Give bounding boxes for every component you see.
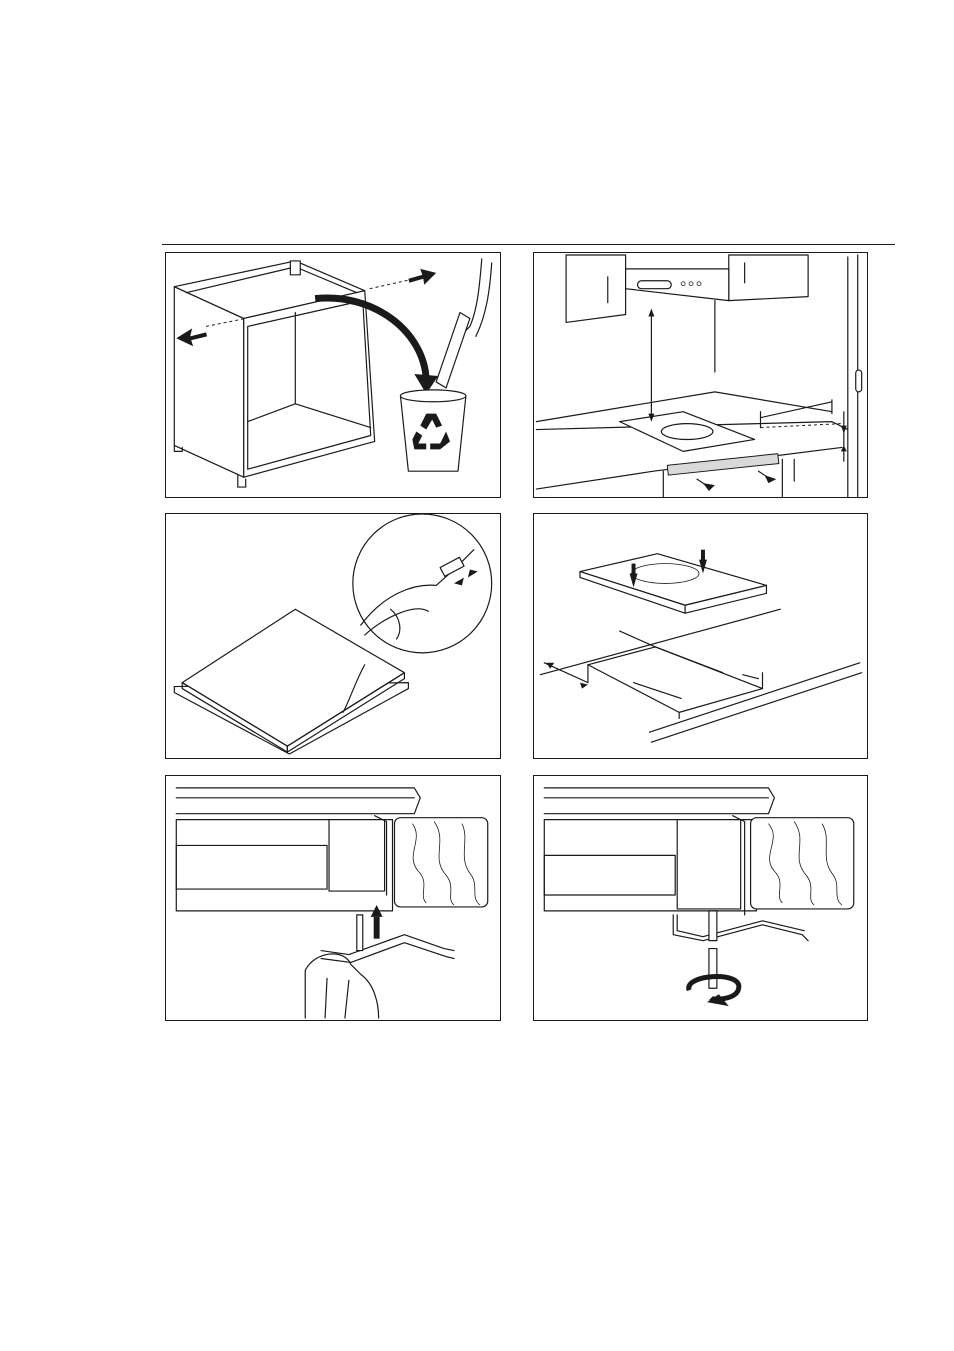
figure-attach-bracket: [165, 775, 501, 1021]
figure-cabinet-remove-panel: [165, 252, 501, 498]
insert-hob-cutout-icon: [534, 514, 867, 758]
figure-tighten-screw: [533, 775, 868, 1021]
header-divider: [162, 244, 895, 245]
figure-insert-hob: [533, 513, 868, 759]
figure-kitchen-clearance: [533, 252, 868, 498]
tighten-screw-icon: [534, 776, 867, 1020]
apply-seal-strip-icon: [166, 514, 500, 758]
attach-bracket-icon: [166, 776, 500, 1020]
figure-apply-seal: [165, 513, 501, 759]
cabinet-remove-panel-icon: [166, 253, 500, 497]
kitchen-clearance-dimensions-icon: [534, 253, 867, 497]
